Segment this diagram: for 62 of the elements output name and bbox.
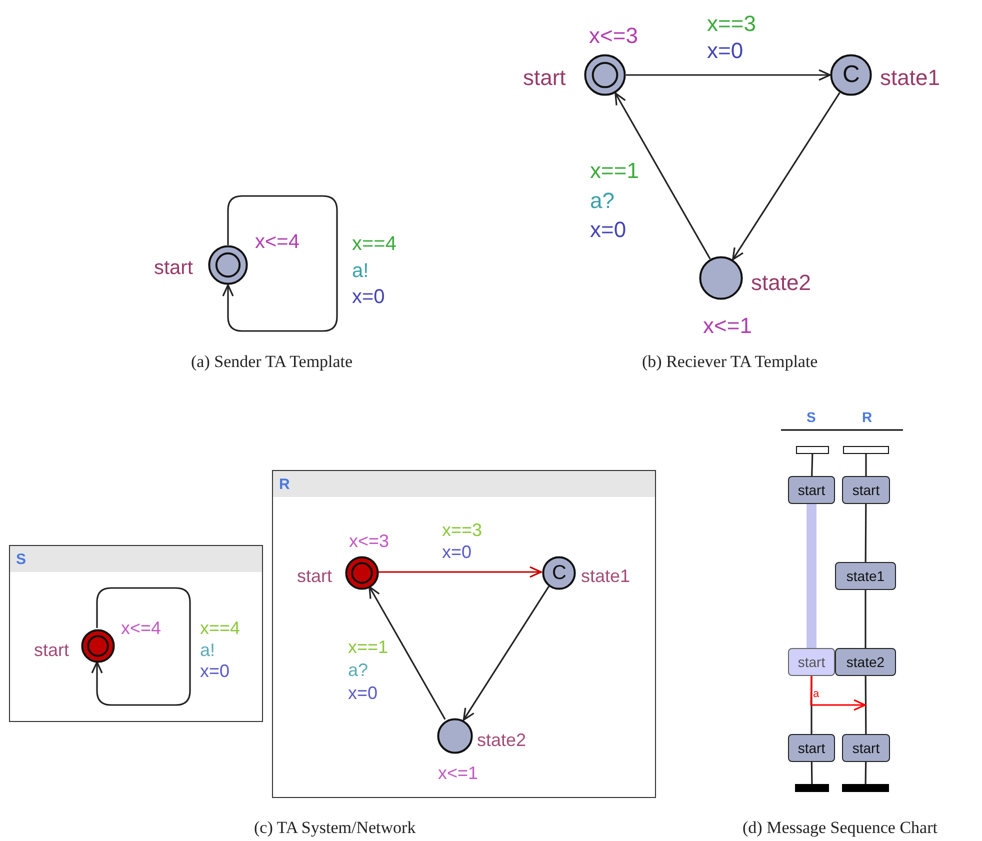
- location-name: start: [154, 258, 193, 278]
- committed-mark: C: [842, 63, 860, 87]
- lifeline: [864, 504, 867, 562]
- edge-label: x==3 x=0: [442, 519, 482, 563]
- transition-arrow: [626, 69, 831, 81]
- edge-label: a: [813, 689, 820, 700]
- invariant-label: x<=3: [349, 532, 390, 550]
- transition-arrow: [732, 92, 840, 260]
- invariant-label: x<=1: [438, 764, 478, 782]
- transition-arrow: [222, 195, 338, 332]
- location-name: start: [523, 67, 566, 89]
- lifeline: [810, 676, 812, 734]
- lifeline: [865, 454, 867, 476]
- location-name: state1: [581, 567, 630, 585]
- panel-title: R: [279, 477, 290, 492]
- lifeline: [864, 676, 867, 734]
- edge-label: x==3 x=0: [707, 10, 756, 64]
- instance-name: S: [806, 410, 816, 424]
- edge-label: x==4 a! x=0: [352, 232, 396, 310]
- lifeline: [810, 762, 813, 784]
- transition-arrow: [91, 587, 191, 706]
- state-box: start: [788, 648, 835, 676]
- location-name: state2: [751, 272, 811, 294]
- instance-end-bar: [842, 784, 889, 792]
- transition-arrow: [462, 586, 550, 721]
- state-box: state2: [835, 648, 896, 676]
- location-name: start: [34, 641, 70, 659]
- edge-label: x==1 a? x=0: [348, 636, 388, 705]
- instance-name: R: [862, 410, 872, 424]
- invariant-label: x<=1: [703, 315, 752, 337]
- delay-bar: [806, 504, 816, 648]
- edge-label: x==4 a! x=0: [200, 618, 240, 682]
- edge-label: x==1 a? x=0: [590, 157, 639, 244]
- state-box: start: [842, 476, 890, 504]
- automaton-panel: [272, 470, 656, 798]
- message-arrow: [810, 676, 866, 711]
- automaton-panel: [9, 545, 263, 722]
- subfigure-caption: (b) Reciever TA Template: [642, 352, 818, 370]
- location-name: state1: [880, 67, 940, 89]
- transition-arrow: [614, 92, 711, 260]
- instance-end-bar: [795, 784, 829, 792]
- invariant-label: x<=4: [121, 619, 162, 637]
- lifeline: [864, 590, 866, 648]
- transition-arrow: [368, 586, 446, 720]
- state-box: start: [788, 734, 835, 762]
- location-name: state2: [477, 731, 526, 749]
- state-box: start: [842, 734, 890, 762]
- invariant-label: x<=4: [255, 232, 300, 252]
- instance-head-box: [796, 446, 829, 454]
- subfigure-caption: (a) Sender TA Template: [191, 352, 353, 370]
- state-box: state1: [835, 562, 896, 590]
- location-name: start: [297, 567, 332, 585]
- subfigure-caption: (c) TA System/Network: [254, 818, 416, 836]
- invariant-label: x<=3: [589, 25, 638, 47]
- lifeline: [811, 454, 814, 476]
- committed-mark: C: [552, 563, 566, 583]
- instance-head-box: [843, 446, 889, 454]
- subfigure-caption: (d) Message Sequence Chart: [742, 818, 938, 836]
- panel-title: S: [16, 552, 26, 567]
- lifeline: [864, 762, 867, 784]
- state-box: start: [788, 476, 835, 504]
- transition-arrow: [378, 566, 542, 578]
